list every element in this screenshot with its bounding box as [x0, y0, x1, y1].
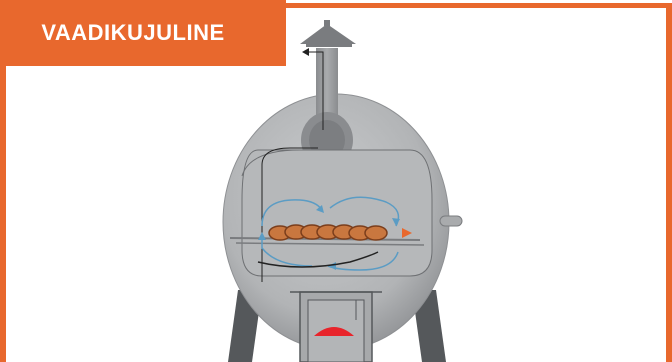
smoke-exit-arrow — [302, 48, 324, 130]
airflow-arrowheads — [258, 205, 400, 270]
cooking-chamber — [241, 149, 433, 277]
title-tab: VAADIKUJULINE — [0, 0, 286, 66]
frame-border — [0, 3, 672, 362]
side-handle — [439, 215, 463, 227]
direction-arrow — [402, 228, 412, 238]
food-on-rack — [268, 224, 388, 241]
chimney-cap — [300, 20, 356, 47]
fire-icon — [314, 327, 354, 336]
smoke-path-line — [261, 147, 318, 282]
heat-deflector — [257, 251, 379, 268]
diagram-title: VAADIKUJULINE — [41, 20, 225, 45]
firebox — [290, 291, 382, 362]
